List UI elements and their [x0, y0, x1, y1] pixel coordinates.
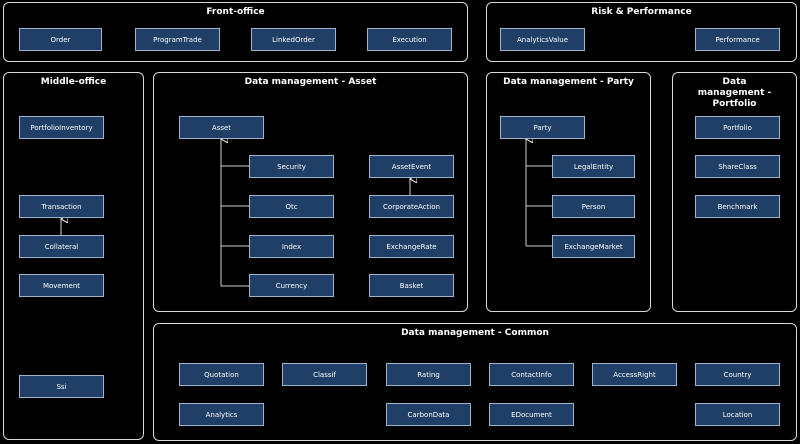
risk-performance-title: Risk & Performance	[591, 7, 692, 17]
portfolio-inventory-box[interactable]: PortfolioInventory	[19, 116, 104, 139]
dm-common-title: Data management - Common	[401, 328, 549, 338]
movement-box[interactable]: Movement	[19, 274, 104, 297]
portfolio-box[interactable]: Portfolio	[695, 116, 780, 139]
quotation-box[interactable]: Quotation	[179, 363, 264, 386]
index-box[interactable]: Index	[249, 235, 334, 258]
contact-info-box[interactable]: ContactInfo	[489, 363, 574, 386]
performance-box[interactable]: Performance	[695, 28, 780, 51]
asset-event-box[interactable]: AssetEvent	[369, 155, 454, 178]
rating-box[interactable]: Rating	[386, 363, 471, 386]
share-class-box[interactable]: ShareClass	[695, 155, 780, 178]
benchmark-box[interactable]: Benchmark	[695, 195, 780, 218]
exchange-market-box[interactable]: ExchangeMarket	[552, 235, 635, 258]
security-box[interactable]: Security	[249, 155, 334, 178]
order-box[interactable]: Order	[19, 28, 102, 51]
linked-order-box[interactable]: LinkedOrder	[251, 28, 336, 51]
classif-box[interactable]: Classif	[282, 363, 367, 386]
dm-asset-title: Data management - Asset	[244, 77, 377, 87]
execution-box[interactable]: Execution	[367, 28, 452, 51]
exchange-rate-box[interactable]: ExchangeRate	[369, 235, 454, 258]
otc-box[interactable]: Otc	[249, 195, 334, 218]
analytics-value-box[interactable]: AnalyticsValue	[500, 28, 585, 51]
ssi-box[interactable]: Ssi	[19, 375, 104, 398]
analytics-box[interactable]: Analytics	[179, 403, 264, 426]
access-right-box[interactable]: AccessRight	[592, 363, 677, 386]
dm-portfolio-title: Data management - Portfolio	[697, 77, 772, 109]
person-box[interactable]: Person	[552, 195, 635, 218]
dm-party-panel: Data management - Party	[486, 72, 651, 312]
program-trade-box[interactable]: ProgramTrade	[135, 28, 220, 51]
carbon-data-box[interactable]: CarbonData	[386, 403, 471, 426]
transaction-box[interactable]: Transaction	[19, 195, 104, 218]
corporate-action-box[interactable]: CorporateAction	[369, 195, 454, 218]
country-box[interactable]: Country	[695, 363, 780, 386]
dm-party-title: Data management - Party	[503, 77, 634, 87]
asset-box[interactable]: Asset	[179, 116, 264, 139]
legal-entity-box[interactable]: LegalEntity	[552, 155, 635, 178]
edocument-box[interactable]: EDocument	[489, 403, 574, 426]
collateral-box[interactable]: Collateral	[19, 235, 104, 258]
front-office-title: Front-office	[206, 7, 265, 17]
party-box[interactable]: Party	[500, 116, 585, 139]
dm-portfolio-panel: Data management - Portfolio	[672, 72, 797, 312]
basket-box[interactable]: Basket	[369, 274, 454, 297]
currency-box[interactable]: Currency	[249, 274, 334, 297]
dm-asset-panel: Data management - Asset	[153, 72, 468, 312]
location-box[interactable]: Location	[695, 403, 780, 426]
middle-office-title: Middle-office	[40, 77, 107, 87]
